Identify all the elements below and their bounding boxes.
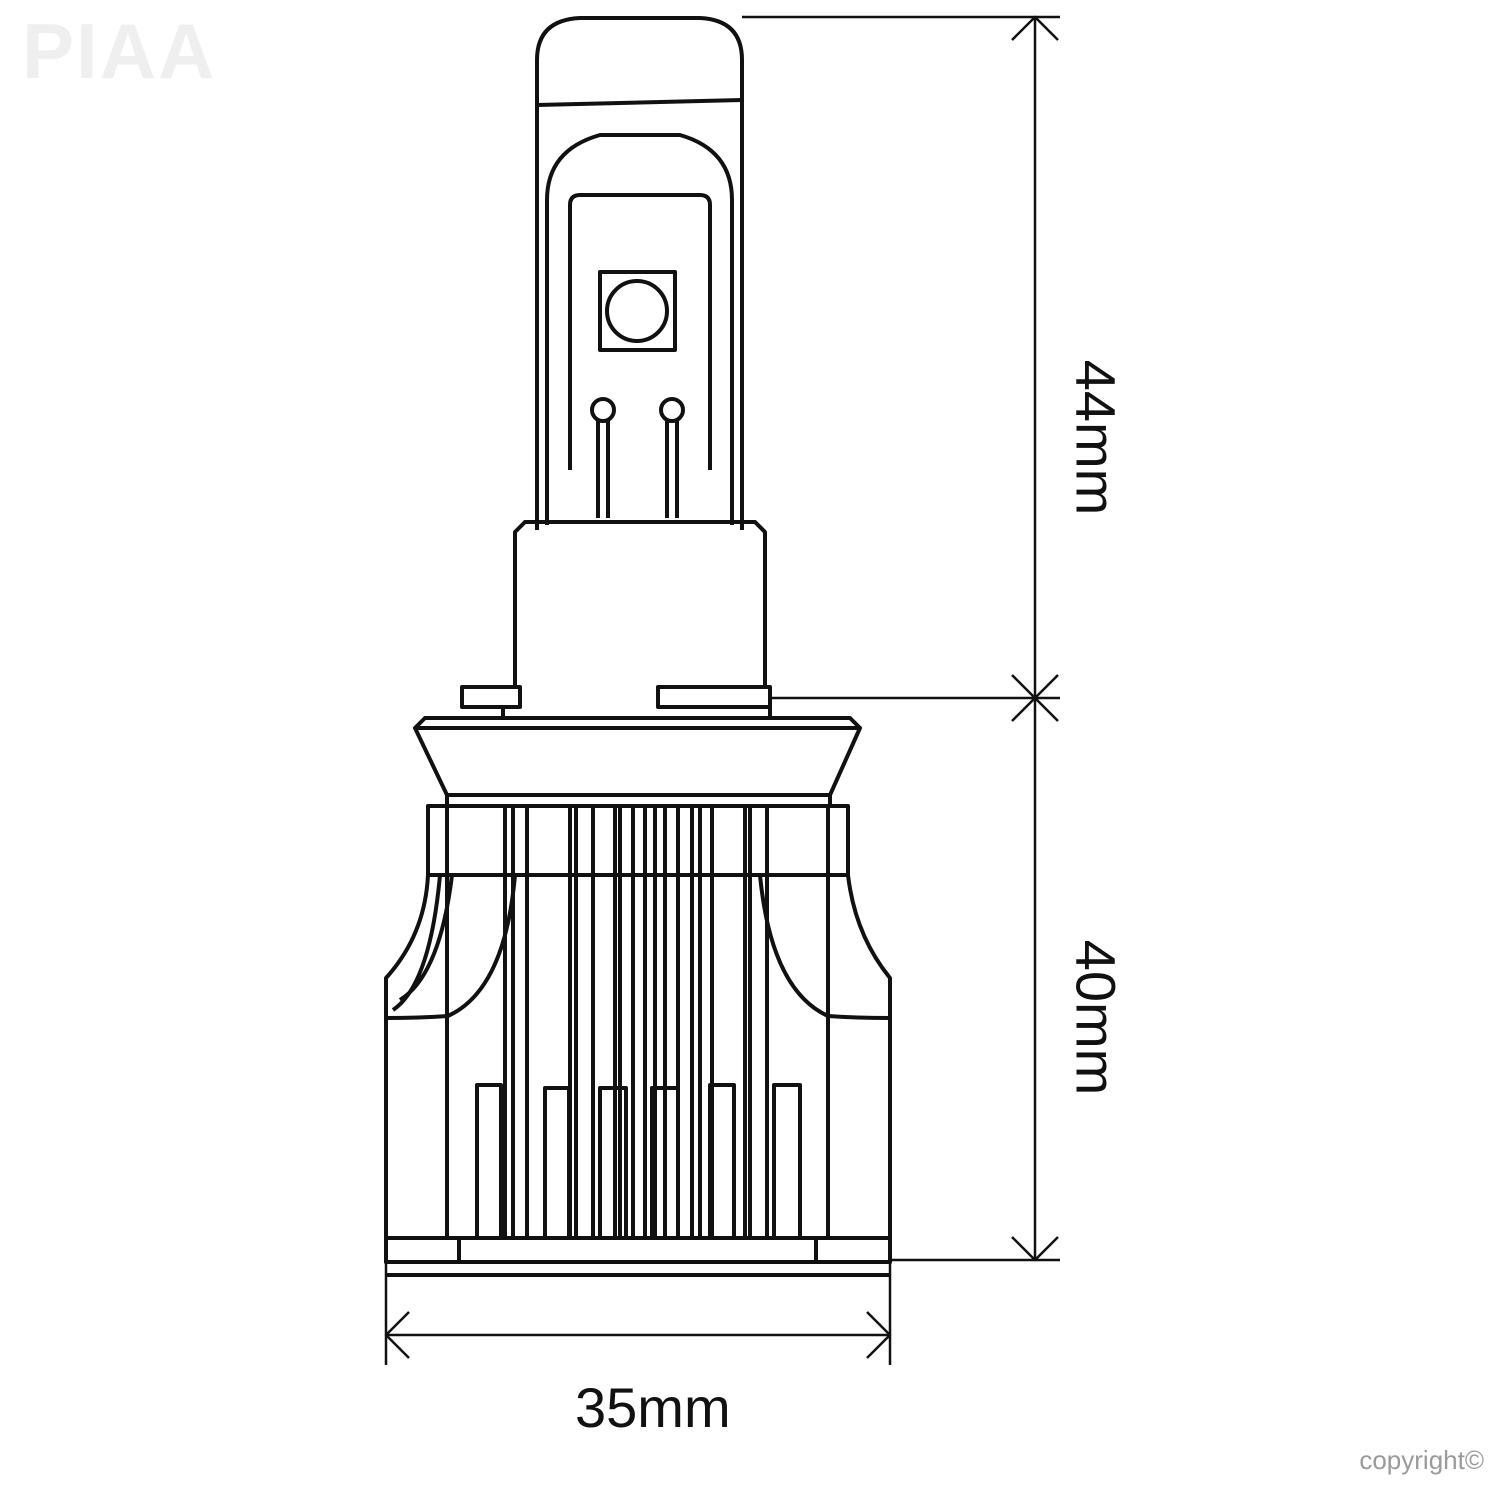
upper-height-label: 44mm — [1064, 359, 1128, 516]
fin-block — [650, 1086, 680, 1240]
arrow-top — [1011, 15, 1059, 41]
bulb-capsule — [535, 16, 744, 530]
lower-height-label: 40mm — [1064, 939, 1128, 1096]
lens-inner — [568, 193, 712, 470]
fin-block — [598, 1086, 628, 1240]
pins — [596, 420, 679, 518]
flange-tab-left — [460, 685, 522, 709]
arrow-middle — [1011, 674, 1059, 722]
heatsink-fins — [445, 806, 830, 1240]
arrow-bottom — [1011, 1236, 1059, 1262]
pin-left-head — [590, 397, 616, 423]
led-emitter — [605, 279, 669, 343]
piaa-logo: PIAA — [22, 7, 217, 95]
arrow-right — [866, 1311, 892, 1359]
width-label: 35mm — [575, 1376, 731, 1439]
lens-arch — [545, 133, 734, 525]
copyright-notice: copyright© — [1359, 1445, 1484, 1475]
fin-block — [772, 1083, 802, 1240]
fin-block — [543, 1086, 571, 1240]
led-chip — [598, 270, 677, 352]
dimension-lines — [384, 15, 1060, 1365]
capsule-band — [536, 98, 743, 107]
arrow-left — [384, 1311, 410, 1359]
flange-tab-right — [656, 685, 772, 709]
pin-right-head — [659, 397, 685, 423]
fin-block — [708, 1083, 736, 1240]
fin-block — [475, 1083, 503, 1240]
bulb-base — [513, 520, 767, 688]
